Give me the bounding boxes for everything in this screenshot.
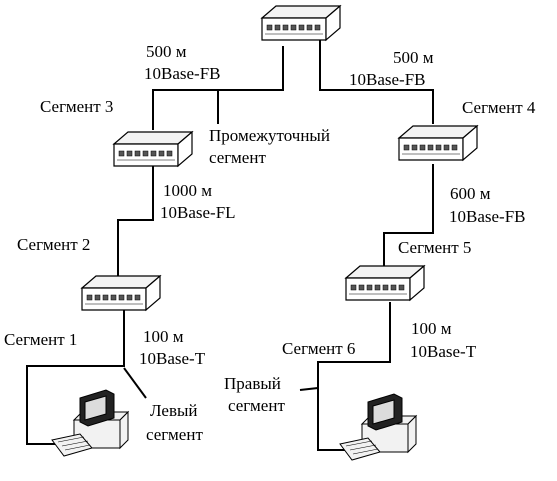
label-top-left-standard: 10Base-FB (144, 64, 221, 83)
label-right-standard-2: 10Base-T (410, 342, 477, 361)
label-left-length-2: 100 м (143, 327, 184, 346)
label-top-left-length: 500 м (146, 42, 187, 61)
hub-segment-2 (81, 275, 161, 311)
label-segment-3: Сегмент 3 (40, 97, 113, 116)
wire-top-right (319, 40, 434, 124)
wires (26, 40, 434, 451)
label-left-length-1: 1000 м (163, 181, 212, 200)
label-top-right-length: 500 м (393, 48, 434, 67)
label-middle-line2: сегмент (209, 148, 266, 167)
label-middle-line1: Промежуточный (209, 126, 330, 145)
hub-segment-5 (345, 265, 425, 301)
hub-segment-3 (113, 131, 193, 167)
label-segment-5: Сегмент 5 (398, 238, 471, 257)
label-right-segment-line2: сегмент (228, 396, 285, 415)
label-right-length-1: 600 м (450, 184, 491, 203)
wire-right-mid (383, 164, 434, 268)
wire-left-mid (117, 166, 154, 280)
computer-left (51, 389, 129, 457)
label-right-length-2: 100 м (411, 319, 452, 338)
pointer-left (123, 367, 147, 399)
computer-right (339, 393, 417, 461)
label-right-standard-1: 10Base-FB (449, 207, 526, 226)
label-left-segment-line1: Левый (150, 401, 198, 420)
label-right-segment-line1: Правый (224, 374, 281, 393)
label-left-standard-2: 10Base-T (139, 349, 206, 368)
label-segment-1: Сегмент 1 (4, 330, 77, 349)
pointer-right (299, 387, 319, 391)
label-segment-6: Сегмент 6 (282, 339, 355, 358)
wire-right-pc (317, 302, 391, 451)
label-segment-2: Сегмент 2 (17, 235, 90, 254)
label-left-standard-1: 10Base-FL (160, 203, 236, 222)
label-left-segment-line2: сегмент (146, 425, 203, 444)
label-segment-4: Сегмент 4 (462, 98, 536, 117)
hub-top (261, 5, 341, 41)
label-top-right-standard: 10Base-FB (349, 70, 426, 89)
wire-left-pc (26, 310, 125, 445)
hub-segment-4 (398, 125, 478, 161)
